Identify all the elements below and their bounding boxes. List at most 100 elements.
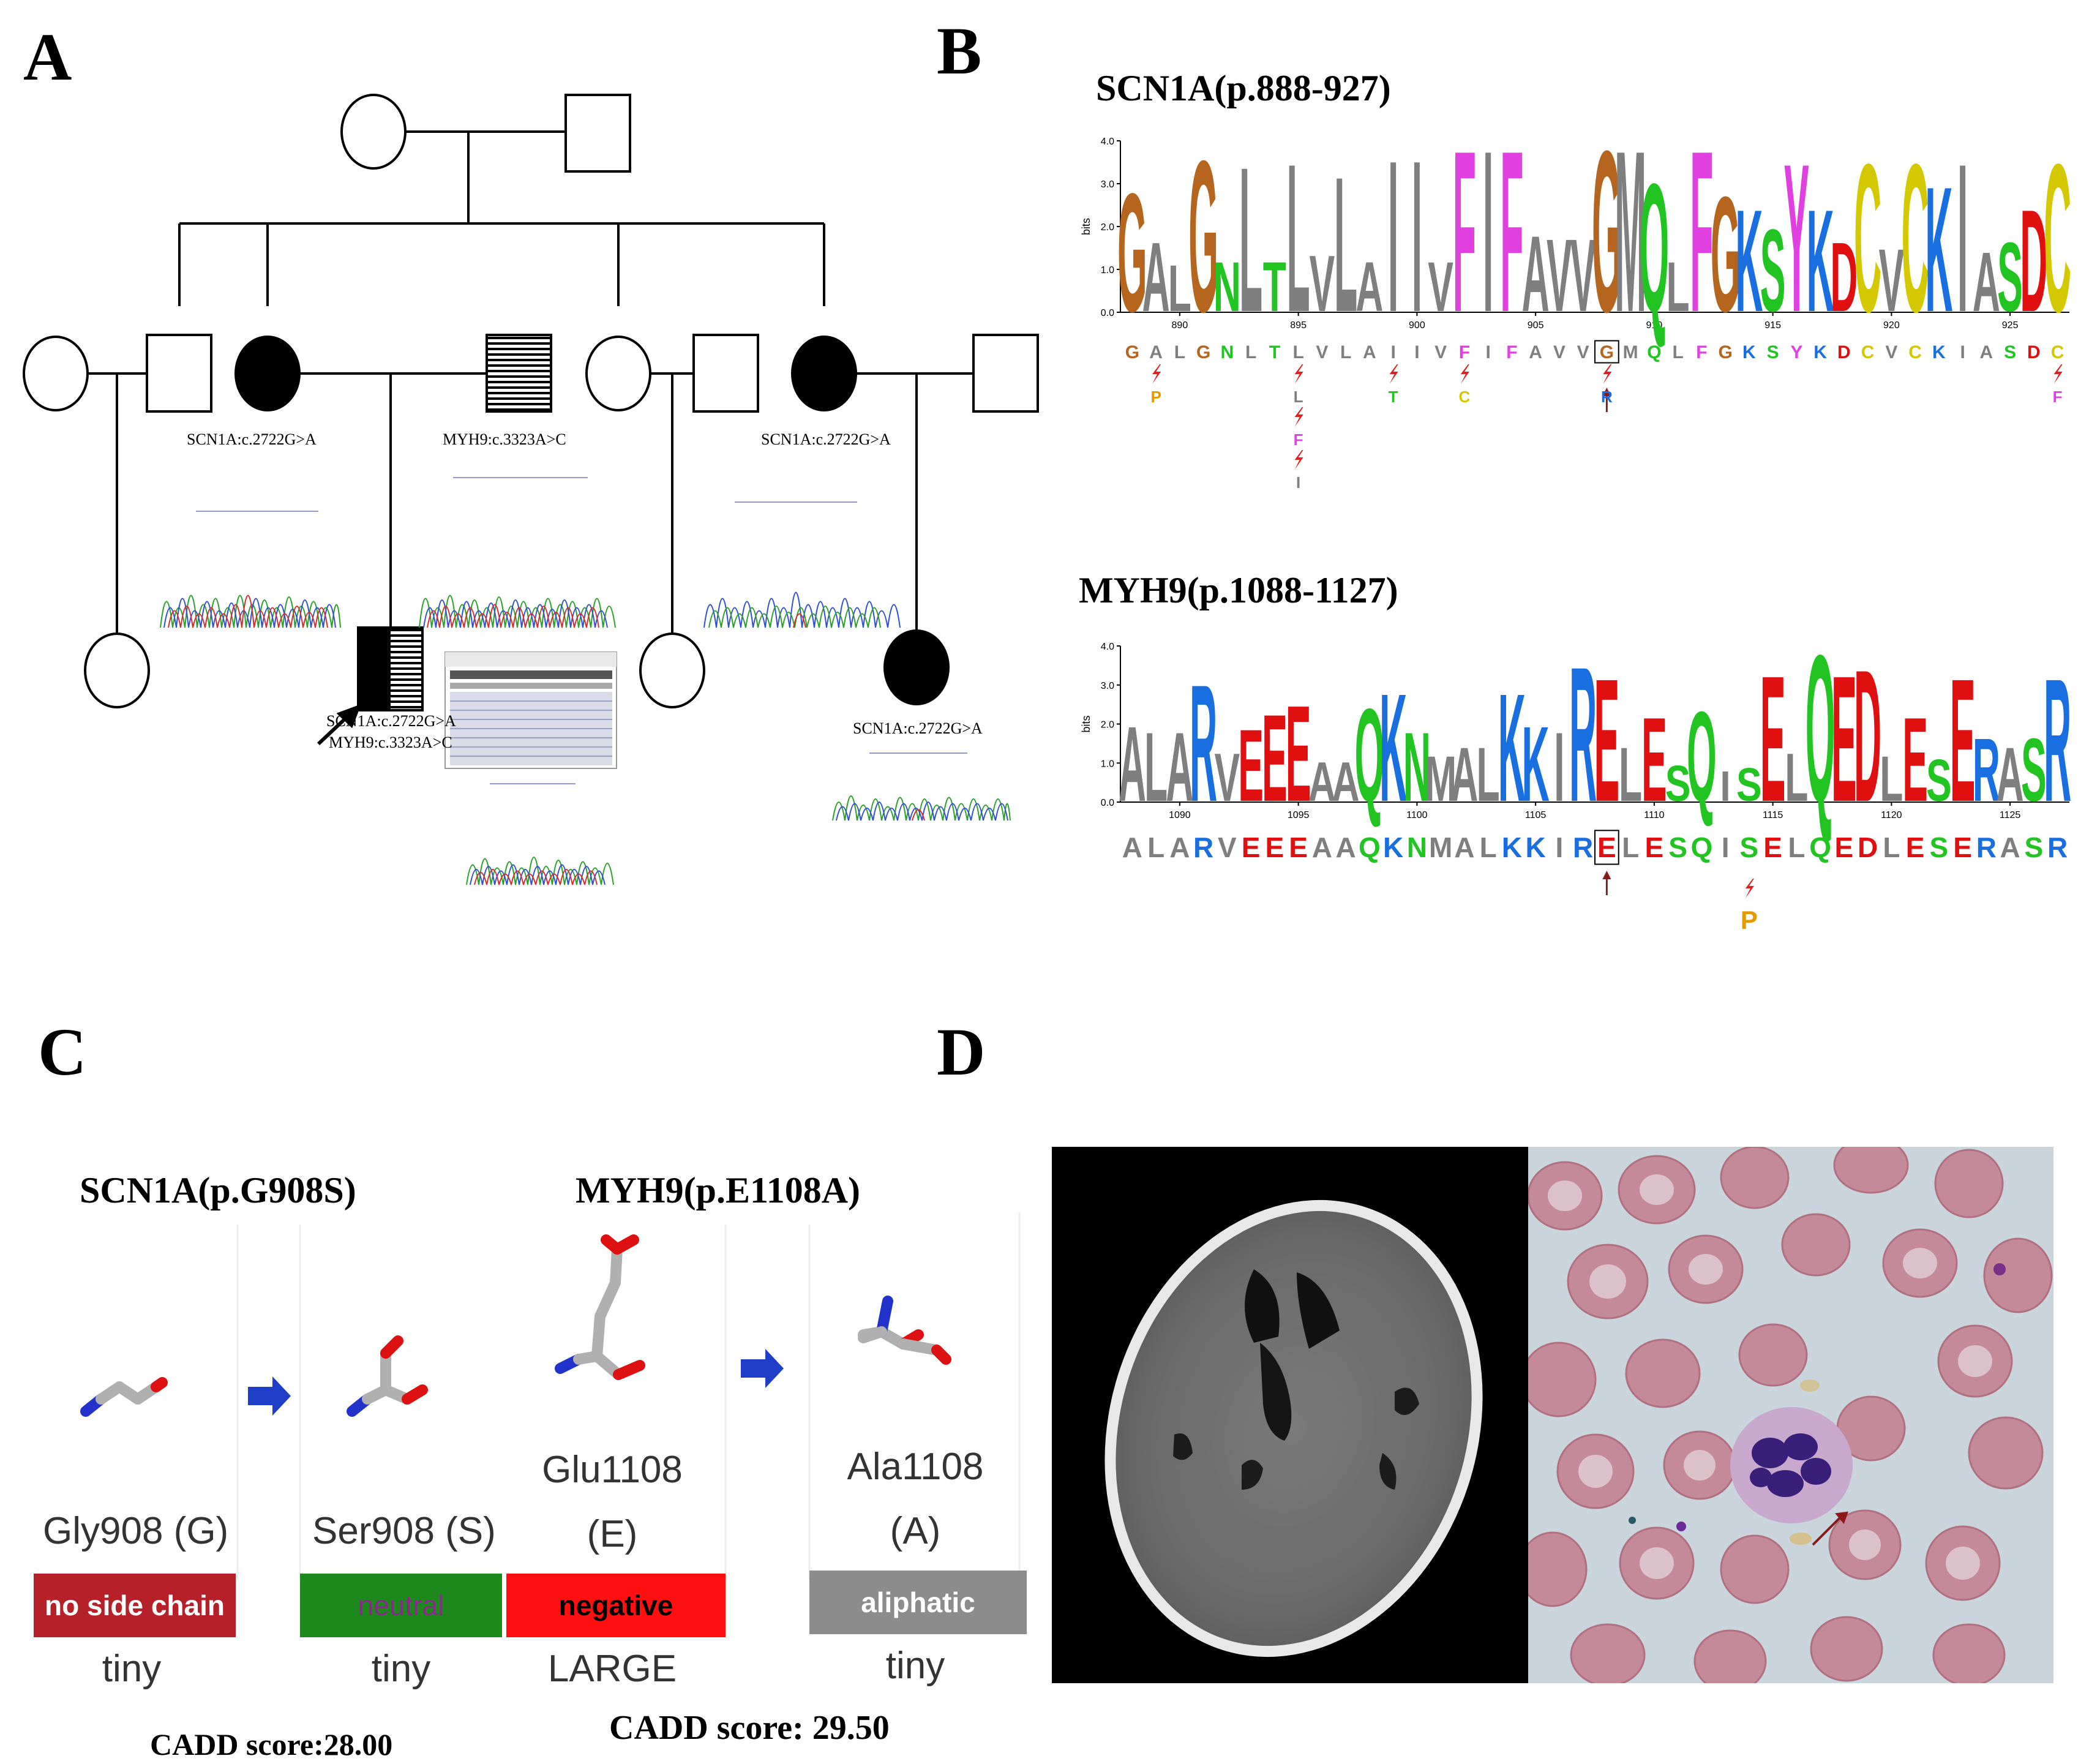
sequence-residue: D [1837, 342, 1851, 362]
chromatogram-aunt [703, 501, 901, 628]
sequence-residue: E [1645, 831, 1664, 863]
mother-symbol-affected [234, 336, 301, 411]
logo-letter: A [1522, 214, 1550, 334]
substituted-residue: F [2053, 388, 2063, 406]
residue-structures [80, 1212, 1021, 1580]
sequence-residue: E [1266, 831, 1284, 863]
residue-name-ala1108-line2: (A) [890, 1510, 941, 1552]
logo-letter: C [1902, 122, 1929, 356]
x-tick-label: 1095 [1288, 810, 1310, 820]
sequence-residue: Q [1647, 342, 1661, 362]
sequence-residue: S [2004, 342, 2016, 362]
cadd-score-myh9: CADD score: 29.50 [609, 1709, 890, 1747]
sequence-residue: M [1429, 831, 1452, 863]
scn1a-logo-title: SCN1A(p.888-927) [1096, 68, 1391, 108]
serine-structure [347, 1335, 428, 1417]
logo-letter: I [1412, 122, 1422, 357]
logo-letter: C [1854, 122, 1881, 356]
panel-letter-c: C [38, 1015, 87, 1089]
logo-letter: N [1403, 712, 1431, 822]
sequence-residue: Q [1809, 831, 1831, 863]
substituted-residue: C [1458, 388, 1470, 406]
x-tick-label: 920 [1883, 320, 1900, 331]
mutation-bolt [1745, 879, 1754, 898]
logo-letter: K [1925, 149, 1952, 349]
sequence-residue: C [2051, 342, 2064, 362]
sequence-residue: V [1316, 342, 1328, 362]
logo-letter: S [1736, 759, 1762, 811]
grandfather-symbol [564, 94, 631, 173]
logo-letter: Q [1806, 628, 1836, 846]
logo-letter: L [1287, 122, 1310, 356]
sequence-residue: N [1221, 342, 1234, 362]
mutation-bolt [1389, 364, 1398, 384]
size-ser: tiny [371, 1648, 431, 1690]
sequence-residue: R [1976, 831, 1997, 863]
x-tick-label: 1120 [1881, 810, 1902, 820]
y-axis-label: bits [1080, 218, 1092, 235]
logo-letter: R [1190, 650, 1217, 836]
x-tick-label: 900 [1409, 320, 1425, 331]
sequence-residue: T [1269, 342, 1280, 362]
mutation-bolt [1603, 364, 1612, 384]
logo-letter: M [1614, 122, 1646, 361]
sequence-residue: F [1696, 342, 1707, 362]
chromatogram-proband [466, 783, 614, 885]
highlight-arrow [1602, 871, 1611, 895]
logo-letter: I [1483, 122, 1493, 361]
myh9-structure-title: MYH9(p.E1108A) [576, 1170, 860, 1210]
sequence-residue: I [1485, 342, 1490, 362]
sequence-residue: D [1858, 831, 1878, 863]
y-tick-label: 3.0 [1101, 179, 1114, 190]
sequence-residue: S [1740, 831, 1759, 863]
sequence-residue: S [1930, 831, 1949, 863]
sequence-residue: L [1147, 831, 1164, 863]
sequence-residue: K [1383, 831, 1403, 863]
sequence-residue: L [1788, 831, 1805, 863]
sequence-residue: E [1597, 831, 1616, 863]
logo-letter: V [1215, 740, 1240, 816]
aunt-symbol-affected [791, 336, 857, 411]
grandmother-symbol [340, 94, 407, 170]
logo-letter: A [1450, 732, 1478, 818]
sequence-residue: A [1454, 831, 1474, 863]
y-tick-label: 4.0 [1101, 642, 1114, 652]
logo-letter: L [1619, 732, 1642, 818]
x-tick-label: 1115 [1763, 810, 1783, 820]
logo-letter: E [1902, 693, 1928, 827]
sequence-residue: M [1623, 342, 1638, 362]
substituted-residue: P [1150, 388, 1161, 406]
logo-letter: K [1498, 661, 1526, 833]
logo-letter: Q [1640, 145, 1670, 350]
logo-letter: Q [1355, 681, 1385, 829]
father-symbol-carrier [486, 334, 552, 413]
sequence-residue: V [1885, 342, 1897, 362]
sequence-residue: E [1906, 831, 1925, 863]
logo-letter: V [1310, 238, 1335, 328]
logo-letter: G [1711, 163, 1741, 347]
mutation-bolt [1294, 407, 1303, 427]
y-tick-label: 4.0 [1101, 137, 1114, 147]
pedigree-diagram [23, 94, 1039, 885]
logo-letter: M [1425, 743, 1457, 815]
panel-letter-b: B [937, 13, 982, 88]
aunt-variant-label: SCN1A:c.2722G>A [761, 430, 891, 448]
logo-letter: L [1667, 247, 1690, 326]
sequence-residue: E [1763, 831, 1782, 863]
sequence-residue: N [1407, 831, 1427, 863]
sequence-residue: S [1668, 831, 1687, 863]
x-tick-label: 1100 [1406, 810, 1428, 820]
logo-letter: L [1334, 138, 1357, 353]
sequence-residue: R [2047, 831, 2068, 863]
sequence-residue: K [1526, 831, 1546, 863]
property-badge-ala: aliphatic [809, 1571, 1027, 1634]
sequence-residue: A [1529, 342, 1542, 362]
sequence-residue: S [2025, 831, 2044, 863]
logo-letter: V [1428, 247, 1453, 326]
panel-letter-d: D [937, 1015, 986, 1089]
logo-letter: A [1142, 222, 1170, 332]
sequence-residue: A [1122, 831, 1142, 863]
sequence-residue: R [1573, 831, 1593, 863]
logo-letter: A [1332, 750, 1360, 813]
